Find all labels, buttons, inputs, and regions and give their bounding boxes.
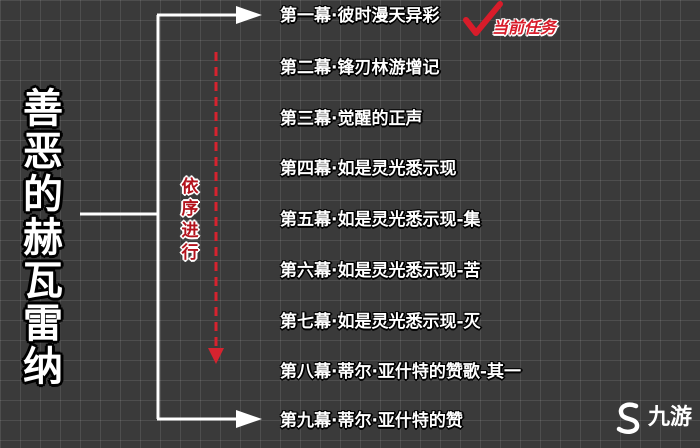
act-item-7: 第七幕·如是灵光悉示现-灭: [280, 312, 481, 332]
sequence-label: 依序进行: [181, 177, 199, 263]
act-item-2: 第二幕·锋刃林游增记: [280, 58, 440, 78]
act-item-3: 第三幕·觉醒的正声: [280, 109, 423, 129]
act-item-5: 第五幕·如是灵光悉示现-集: [280, 210, 481, 230]
story-title: 善恶的赫瓦雷纳: [23, 86, 63, 390]
nine-game-logo-icon: [616, 402, 640, 435]
act-item-8: 第八幕·蒂尔·亚什特的赞歌-其一: [280, 362, 521, 382]
bottom-arrow-head: [236, 410, 262, 428]
act-item-1: 第一幕·彼时漫天异彩: [280, 6, 440, 26]
sequence-arrow-head: [208, 348, 224, 364]
top-arrow-head: [236, 6, 262, 24]
act-item-6: 第六幕·如是灵光悉示现-苦: [280, 261, 481, 281]
watermark-text: 九游: [648, 405, 693, 430]
current-task-label: 当前任务: [492, 18, 557, 37]
act-list: 第一幕·彼时漫天异彩 第二幕·锋刃林游增记 第三幕·觉醒的正声 第四幕·如是灵光…: [280, 0, 700, 448]
watermark-logo: 九游: [612, 398, 696, 438]
act-item-9: 第九幕·蒂尔·亚什特的赞: [280, 411, 463, 431]
act-item-4: 第四幕·如是灵光悉示现: [280, 159, 457, 179]
